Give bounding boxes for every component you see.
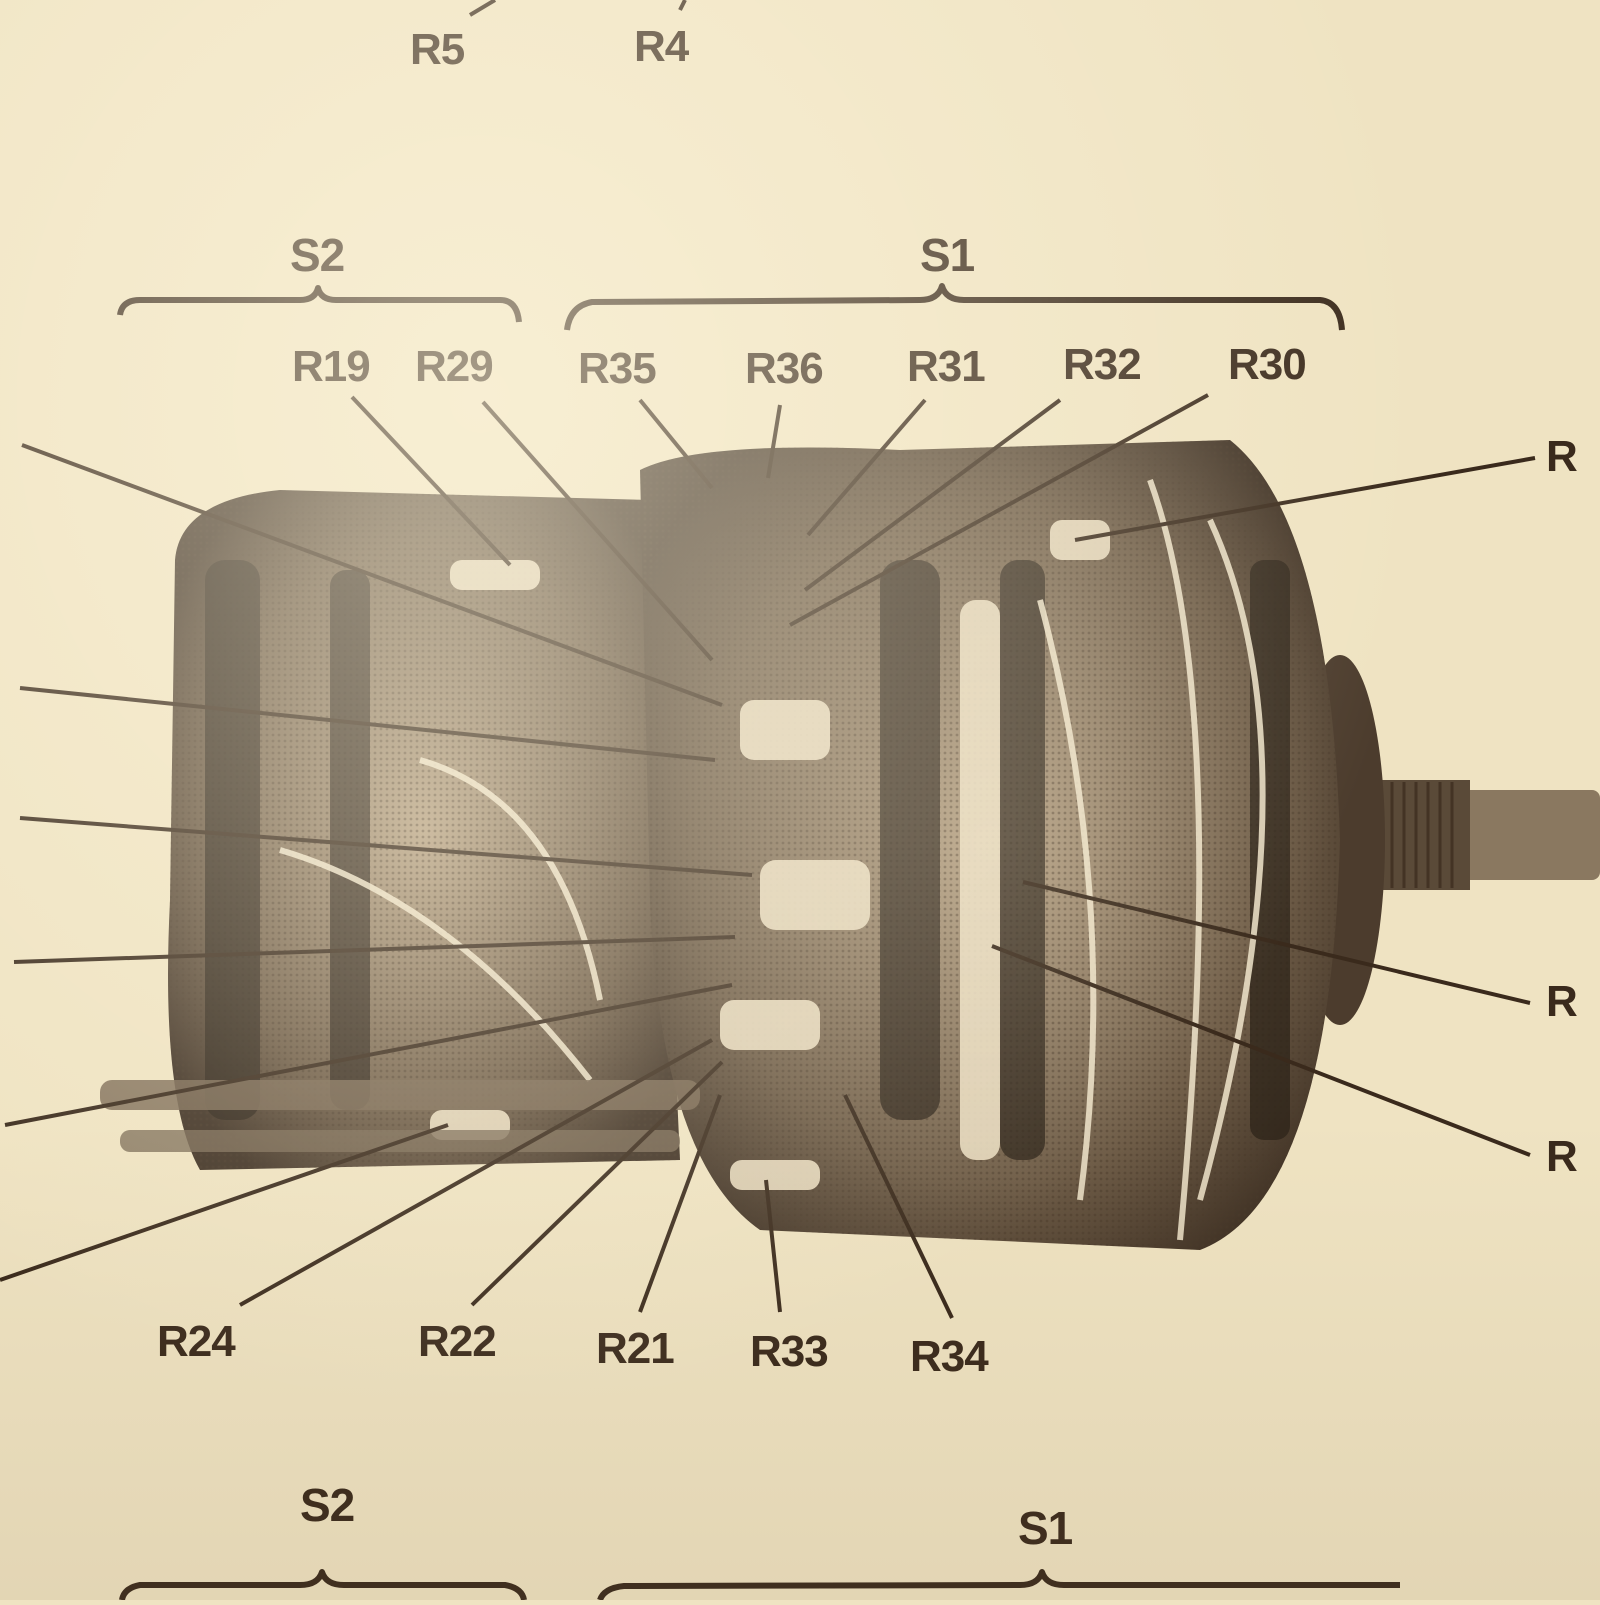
switch-assembly-photo bbox=[100, 440, 1600, 1250]
leader-r4 bbox=[678, 0, 687, 11]
brace-s1-bottom bbox=[597, 1569, 1400, 1602]
brace-s2-top bbox=[117, 285, 522, 323]
brace-s2-bottom bbox=[119, 1569, 527, 1601]
label-r36: R36 bbox=[745, 344, 824, 393]
group-label-s1-bottom: S1 bbox=[1018, 1502, 1073, 1554]
label-right-mid: R bbox=[1546, 977, 1578, 1026]
label-r34: R34 bbox=[910, 1332, 989, 1381]
group-label-s2-bottom: S2 bbox=[300, 1479, 355, 1531]
label-r21: R21 bbox=[596, 1324, 675, 1373]
label-right-bottom: R bbox=[1546, 1132, 1578, 1181]
label-r32: R32 bbox=[1063, 340, 1142, 389]
label-r33: R33 bbox=[750, 1327, 829, 1376]
label-r19: R19 bbox=[292, 342, 371, 391]
label-r22: R22 bbox=[418, 1317, 497, 1366]
label-r31: R31 bbox=[907, 342, 986, 391]
label-r4: R4 bbox=[634, 22, 689, 71]
label-r5: R5 bbox=[410, 25, 465, 74]
label-r29: R29 bbox=[415, 342, 494, 391]
label-r30: R30 bbox=[1228, 340, 1307, 389]
leader-r5 bbox=[468, 0, 497, 17]
group-label-s1-top: S1 bbox=[920, 229, 975, 281]
label-r24: R24 bbox=[157, 1317, 236, 1366]
group-label-s2-top: S2 bbox=[290, 229, 345, 281]
label-r35: R35 bbox=[578, 344, 657, 393]
label-right-top: R bbox=[1546, 432, 1578, 481]
brace-s1-top bbox=[564, 283, 1345, 331]
